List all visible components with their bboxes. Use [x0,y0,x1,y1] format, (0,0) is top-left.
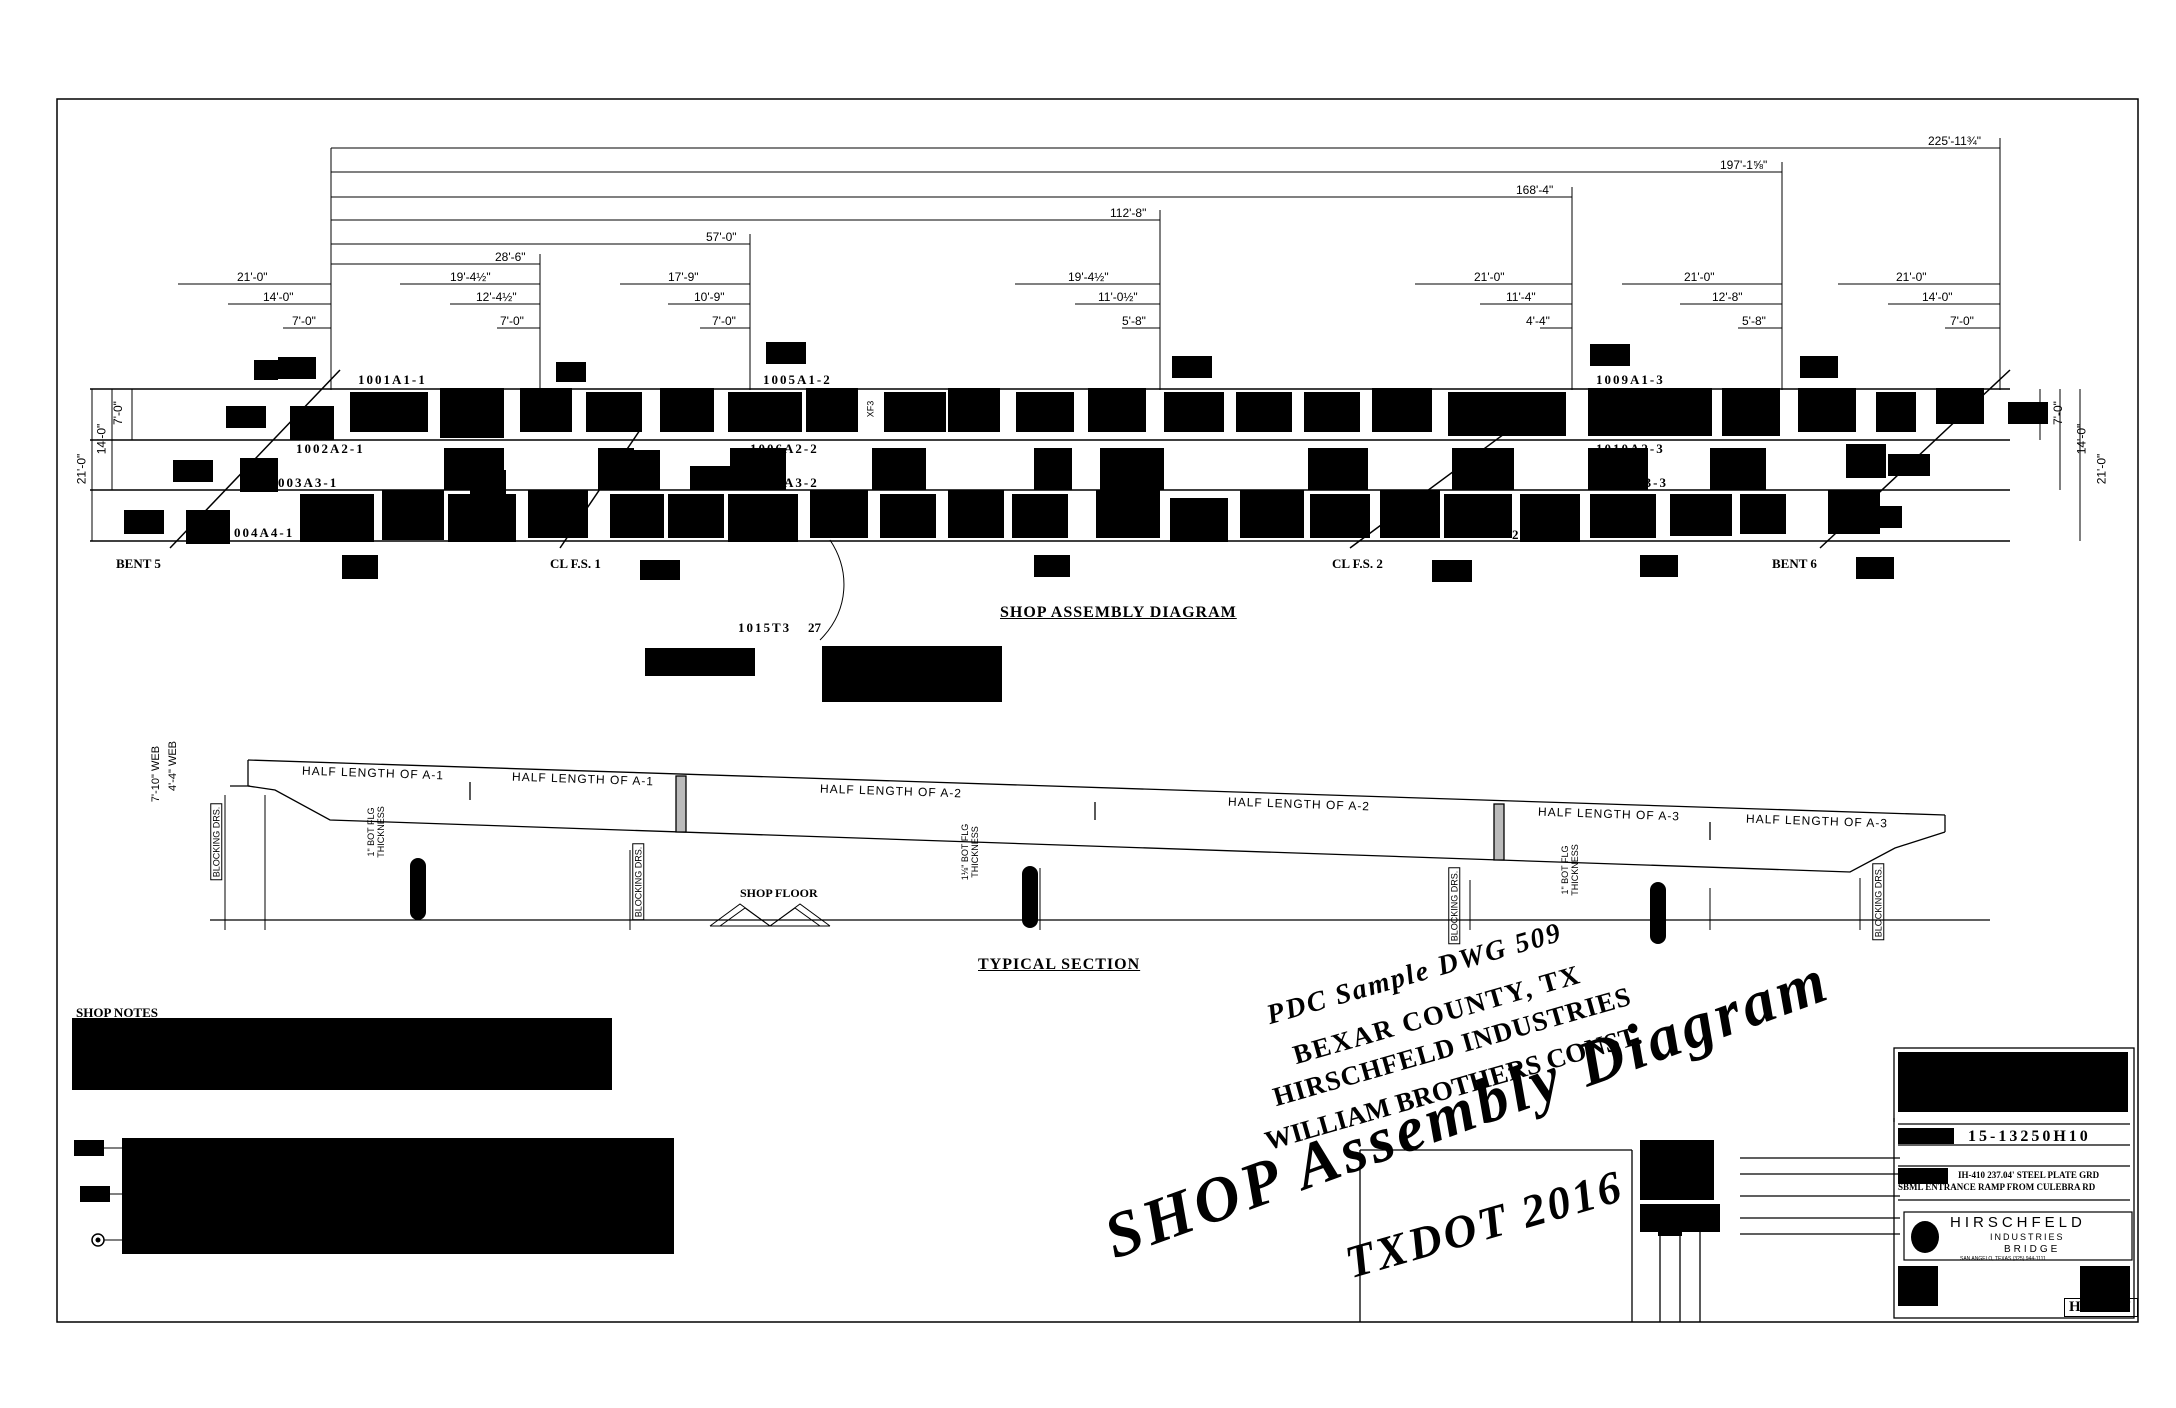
web-label-4-4: 4'-4" WEB [167,740,180,792]
note-circle-center-icon [95,1237,101,1243]
half-length-a3-right: HALF LENGTH OF A-3 [1745,811,1889,831]
dim-197: 197'-1⅝" [1720,158,1768,172]
title-company: HIRSCHFELD [1950,1214,2086,1231]
shop-assembly-title: SHOP ASSEMBLY DIAGRAM [1000,604,1237,621]
dim-f-5: 5'-8" [1742,314,1766,328]
typical-section-title: TYPICAL SECTION [978,956,1141,973]
dim-c-10: 10'-9" [694,290,725,304]
dim-e-21: 21'-0" [1474,270,1505,284]
title-job-number: 15-13250H10 [1968,1128,2091,1145]
dim-b-12: 12'-4½" [476,290,517,304]
title-desc-1: IH-410 237.04' STEEL PLATE GRD [1958,1170,2100,1180]
dim-225: 225'-11¾" [1928,134,1982,148]
side-dim-left-inner: 14'-0" [94,423,109,455]
label-cl-fs-2: CL F.S. 2 [1332,556,1383,571]
piece-mark-1009: 1009A1-3 [1596,372,1665,387]
label-bent-5: BENT 5 [116,556,161,571]
sheet-border [56,98,2139,1323]
dim-d-11: 11'-0½" [1098,290,1138,304]
dim-a1-14: 14'-0" [263,290,294,304]
dim-28: 28'-6" [495,250,526,264]
flg-note-1: 1" BOT FLG THICKNESS [366,806,386,858]
side-dim-left-small: 7'-0" [110,401,125,425]
shop-floor-label: SHOP FLOOR [740,886,818,900]
piece-mark-1006: 1006A2-2 [750,441,819,456]
blocking-4: BLOCKING DRS. [1872,863,1885,941]
title-sheet-number: HE1007 [2064,1298,2138,1317]
dim-a1-21: 21'-0" [237,270,268,284]
section-supports [224,795,1861,930]
side-dim-right-outer: 21'-0" [2094,453,2109,485]
dim-b-19: 19'-4½" [450,270,491,284]
section-jacks [410,858,1666,944]
notes-redactions [72,1018,674,1254]
weld-circle-icon [1815,359,1831,375]
notes-arrows [104,1147,122,1241]
half-length-a2-left: HALF LENGTH OF A-2 [819,781,963,801]
half-length-a1-right: HALF LENGTH OF A-1 [511,769,655,789]
piece-mark-1003: 003A3-1 [278,475,339,490]
dim-g-7: 7'-0" [1950,314,1974,328]
dim-c-7: 7'-0" [712,314,736,328]
callout-1015t3: 1015T3 [738,620,792,635]
piece-mark-1010: 1010A2-3 [1596,441,1665,456]
web-label-7-10: 7'-10" WEB [150,745,163,803]
company-logo-icon [1911,1221,1939,1253]
redaction-blocks [124,342,2048,702]
title-company-3: BRIDGE [2004,1244,2061,1255]
dim-112: 112'-8" [1110,206,1147,220]
dim-c-17: 17'-9" [668,270,699,284]
label-cl-fs-1: CL F.S. 1 [550,556,601,571]
side-dim-right-inner: 14'-0" [2074,423,2089,455]
title-company-2: INDUSTRIES [1990,1232,2065,1242]
title-block-redactions [1640,1052,2130,1312]
dim-e-11: 11'-4" [1506,290,1536,304]
stamp-year: TXDOT 2016 [1339,1159,1630,1289]
piece-mark-1002: 1002A2-1 [296,441,365,456]
company-logo-frame [1903,1211,2133,1261]
label-bent-6: BENT 6 [1772,556,1817,571]
title-desc-2: SBML ENTRANCE RAMP FROM CULEBRA RD [1898,1182,2096,1192]
title-address: SAN ANGELO, TEXAS (325) 944-1111 [1960,1256,2046,1262]
side-dim-left-outer: 21'-0" [74,453,89,485]
dim-168: 168'-4" [1516,183,1554,197]
dim-f-12: 12'-8" [1712,290,1743,304]
dim-d-5: 5'-8" [1122,314,1146,328]
blocking-3: BLOCKING DRS. [1448,867,1461,945]
shop-notes-title: SHOP NOTES [76,1005,158,1020]
piece-mark-1007: 1007A3-2 [750,475,819,490]
dim-g-14: 14'-0" [1922,290,1953,304]
weld-circle-center-icon [1820,364,1826,370]
half-length-a2-right: HALF LENGTH OF A-2 [1227,794,1371,814]
shop-floor-hatch [709,903,831,927]
dim-e-4: 4'-4" [1526,314,1550,328]
xf-tag: XF3 [865,400,876,418]
dimension-lines [91,138,2081,641]
dim-a1-7: 7'-0" [292,314,316,328]
flg-note-2: 1⅛" BOT FLG THICKNESS [960,823,980,881]
note-circle-icon [91,1233,105,1247]
piece-mark-1001: 1001A1-1 [358,372,427,387]
flg-note-3: 1" BOT FLG THICKNESS [1560,844,1580,896]
blocking-2: BLOCKING DRS. [632,843,645,921]
dim-g-21: 21'-0" [1896,270,1927,284]
piece-mark-1011: 1011A3-3 [1600,475,1668,490]
dim-d-19: 19'-4½" [1068,270,1109,284]
blocking-1: BLOCKING DRS. [210,803,223,881]
dim-f-21: 21'-0" [1684,270,1715,284]
side-dim-right-small: 7'-0" [2050,401,2065,425]
piece-mark-1004: 004A4-1 [234,525,295,540]
section-girder [210,759,1990,921]
dim-57: 57'-0" [706,230,737,244]
piece-mark-2: 2 [1512,527,1519,542]
dim-b-7: 7'-0" [500,314,524,328]
piece-mark-1005: 1005A1-2 [763,372,832,387]
half-length-a1-left: HALF LENGTH OF A-1 [301,763,445,783]
callout-27: 27 [808,620,821,635]
